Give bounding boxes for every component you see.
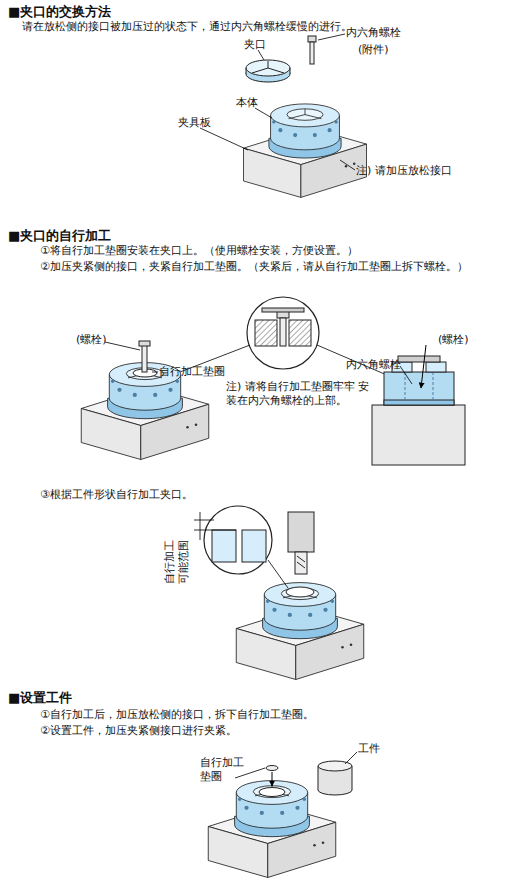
part-name: (螺栓): [438, 333, 498, 347]
note-text: 注) 请加压放松接口: [356, 164, 486, 178]
note-text: 注) 请将自行加工垫圈牢牢 安装在内六角螺栓的上部。: [226, 380, 376, 408]
part-name: (螺栓): [76, 333, 136, 347]
instruction-text: ③根据工件形状自行加工夹口。: [40, 488, 340, 502]
instruction-text: ①将自行加工垫圈安装在夹口上。（使用螺栓安装，方便设置。）: [40, 244, 505, 258]
part-name: 夹口: [244, 38, 284, 52]
instruction-text: 请在放松侧的接口被加压过的状态下，通过内六角螺栓缓慢的进行。: [22, 20, 502, 34]
section-heading: ■设置工件: [8, 690, 308, 706]
part-name: 内六角螺栓: [346, 358, 426, 372]
part-name: 内六角螺栓: [346, 26, 436, 40]
part-name: 自行加工垫圈: [159, 365, 249, 379]
part-name: 本体: [236, 96, 276, 110]
part-name: 夹具板: [178, 116, 238, 130]
instruction-text: ②加压夹紧侧的接口，夹紧自行加工垫圈。（夹紧后，请从自行加工垫圈上拆下螺栓。）: [40, 260, 510, 274]
part-name: (附件): [358, 43, 418, 57]
range-label: 自行加工 可能范围: [163, 533, 191, 591]
section-heading: ■夹口的交换方法: [8, 4, 308, 20]
part-name: 自行加工 垫圈: [200, 756, 250, 784]
part-name: 工件: [358, 742, 408, 756]
instruction-text: ①自行加工后，加压放松侧的接口，拆下自行加工垫圈。: [40, 708, 500, 722]
instruction-text: ②设置工件，加压夹紧侧接口进行夹紧。: [40, 724, 500, 738]
section-heading: ■夹口的自行加工: [8, 228, 308, 244]
